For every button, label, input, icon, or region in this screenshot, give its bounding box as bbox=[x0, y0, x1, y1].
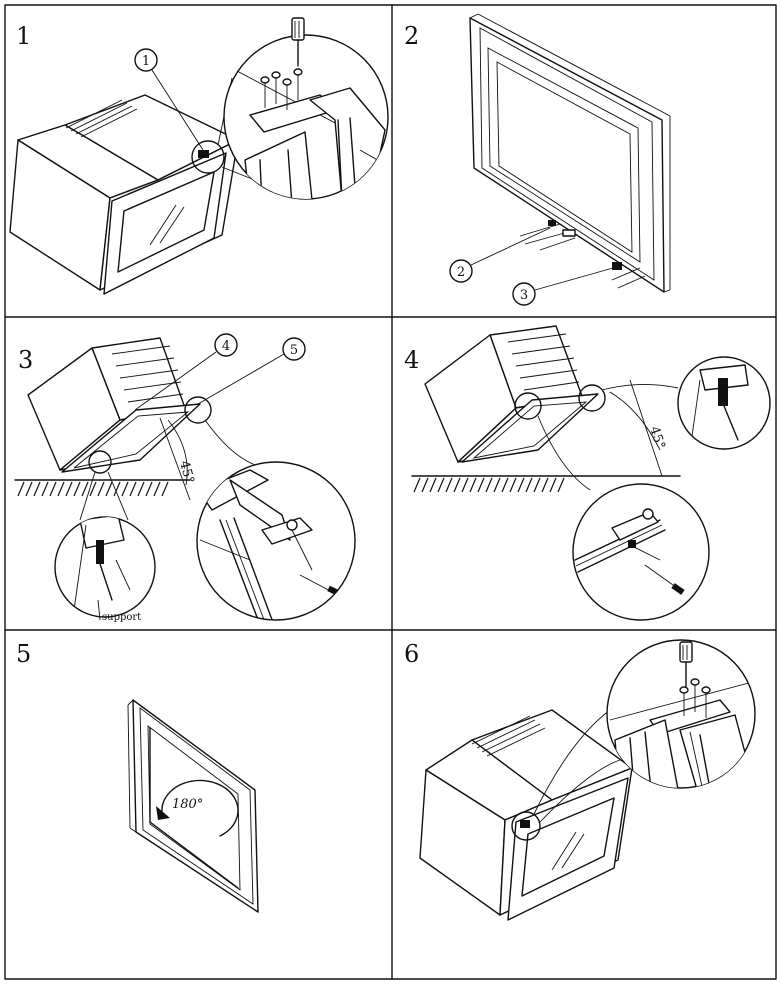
callout-4: 4 bbox=[134, 333, 238, 411]
cooler-cabinet-6 bbox=[419, 709, 633, 921]
step-number-4: 4 bbox=[404, 346, 419, 374]
callout-3: 3 bbox=[512, 267, 614, 306]
detail-hinge-4-top bbox=[578, 356, 771, 450]
panel-grid bbox=[4, 4, 777, 980]
screwdriver bbox=[291, 17, 305, 67]
ground-hatch-right bbox=[411, 475, 681, 493]
lower-hinge-parts bbox=[519, 220, 646, 289]
callout-1: 1 bbox=[134, 48, 204, 151]
callout-label-5: 5 bbox=[290, 343, 298, 358]
panel-step-3: 3 bbox=[14, 333, 356, 623]
tilt-angle-indicator: 45° bbox=[159, 417, 197, 501]
callout-2: 2 bbox=[449, 227, 551, 283]
tilted-cabinet-4 bbox=[424, 325, 599, 463]
tilt-angle-label: 45° bbox=[176, 459, 196, 485]
door-panel bbox=[469, 13, 671, 293]
tilt-angle-label-4: 45° bbox=[646, 425, 667, 452]
callout-5: 5 bbox=[197, 337, 306, 405]
glass-door-6 bbox=[507, 777, 629, 921]
tilt-angle-indicator-4: 45° bbox=[609, 379, 668, 477]
panel-step-6: 6 bbox=[404, 639, 756, 921]
rotation-arrow: 180° bbox=[156, 779, 239, 837]
panel-step-2: 2 2 3 bbox=[404, 13, 671, 306]
detail-support-lower: support bbox=[54, 450, 156, 623]
cooler-cabinet bbox=[9, 94, 239, 295]
vent-grille bbox=[65, 99, 138, 138]
rotation-label: 180° bbox=[172, 797, 203, 812]
screw-set-6 bbox=[679, 678, 711, 718]
support-label: support bbox=[102, 612, 141, 623]
step-number-5: 5 bbox=[16, 640, 31, 668]
door-panel-rotate bbox=[127, 699, 259, 913]
panel-step-1: 1 1 bbox=[9, 17, 389, 295]
detail-hinge-upper-left bbox=[184, 396, 356, 621]
rack-lines-4 bbox=[507, 333, 580, 391]
detail-hinge-top bbox=[191, 17, 389, 200]
ground-hatch-left bbox=[14, 479, 191, 497]
screw-set bbox=[260, 68, 303, 110]
step-number-3: 3 bbox=[18, 346, 33, 374]
step-number-6: 6 bbox=[404, 640, 419, 668]
vent-grille-6 bbox=[471, 715, 546, 757]
callout-label-4: 4 bbox=[222, 339, 230, 354]
callout-label-1: 1 bbox=[142, 54, 150, 69]
panel-step-5: 5 180° bbox=[16, 640, 259, 913]
step-number-2: 2 bbox=[404, 22, 419, 50]
tilted-cabinet bbox=[27, 337, 201, 473]
panel-step-4: 4 bbox=[404, 325, 771, 621]
callout-label-2: 2 bbox=[457, 265, 465, 280]
callout-label-3: 3 bbox=[520, 288, 528, 303]
screwdriver-6 bbox=[679, 641, 693, 691]
step-number-1: 1 bbox=[16, 22, 31, 50]
detail-hinge-4-bottom bbox=[514, 392, 710, 621]
glass-door bbox=[103, 152, 227, 295]
